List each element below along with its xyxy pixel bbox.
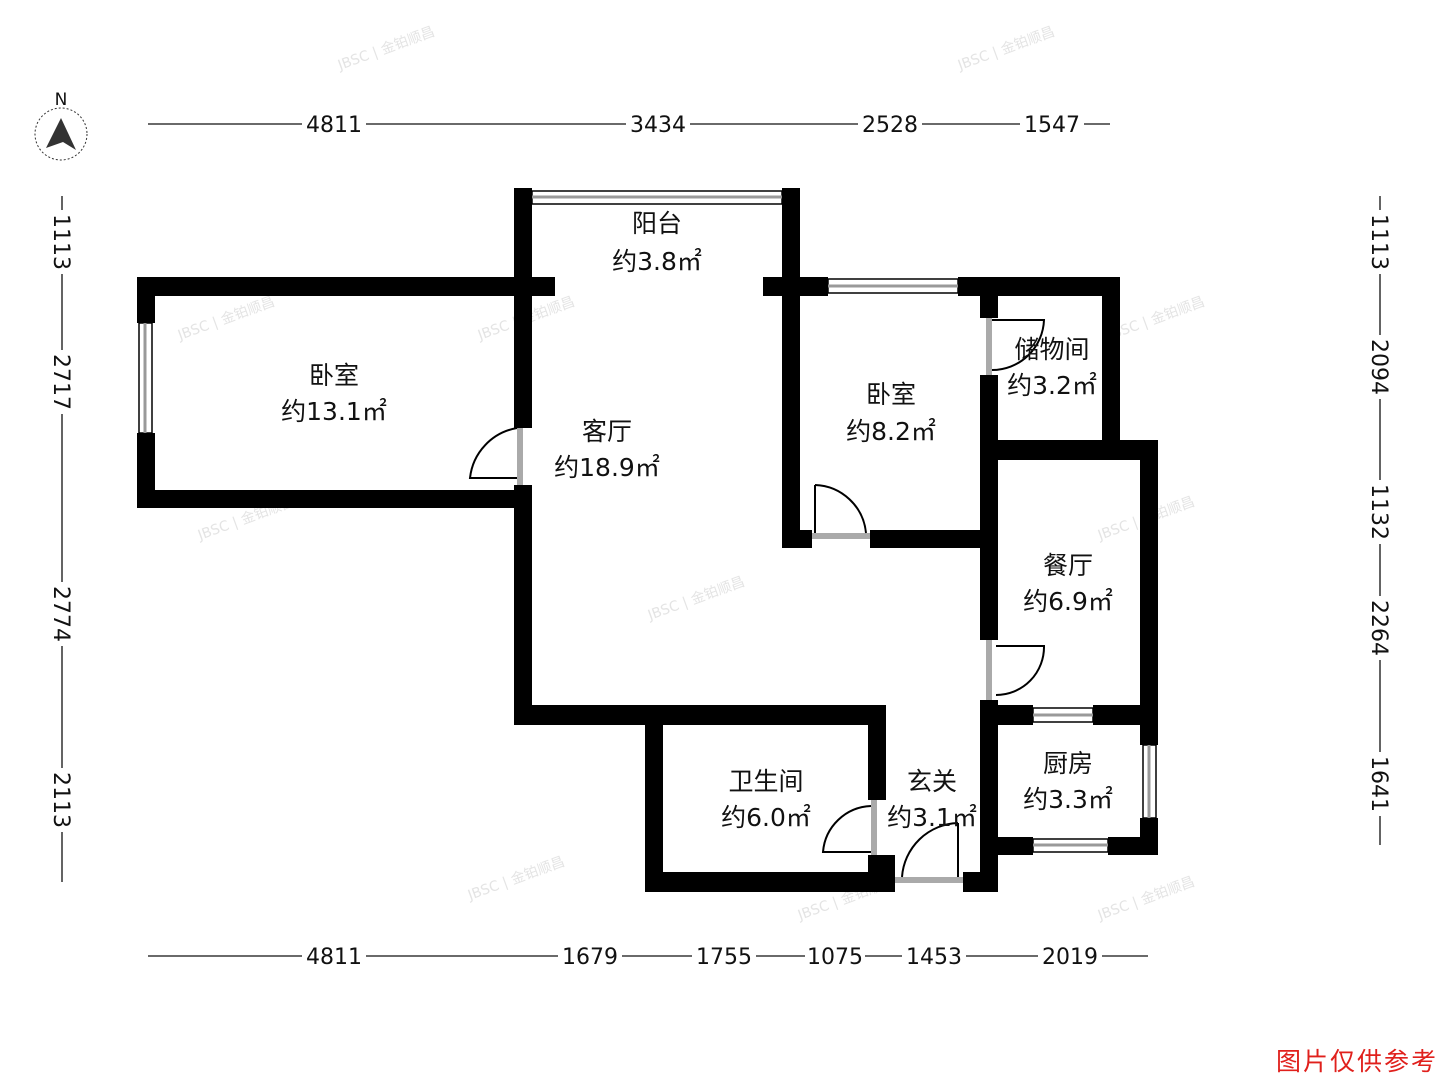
watermark: JBSC | 金铂顺昌: [465, 854, 567, 904]
dim-right-1: 1113: [1366, 214, 1391, 270]
dim-right-5: 1641: [1366, 756, 1391, 812]
room-name-balcony: 阳台: [632, 209, 682, 238]
doors: [468, 318, 1046, 883]
dimension-labels: 4811 3434 2528 1547 4811 1679 1755 1075 …: [48, 113, 1391, 970]
room-area-entrance: 约3.1㎡: [887, 803, 977, 832]
dim-left-3: 2774: [48, 586, 73, 642]
room-name-entrance: 玄关: [907, 767, 957, 796]
room-labels: 阳台 约3.8㎡ 卧室 约13.1㎡ 客厅 约18.9㎡ 卧室 约8.2㎡ 储物…: [281, 209, 1113, 832]
dim-right-4: 2264: [1366, 600, 1391, 656]
compass: N: [34, 90, 88, 161]
room-name-bathroom: 卫生间: [728, 767, 803, 796]
room-area-bedroom-1: 约13.1㎡: [281, 397, 387, 426]
dim-top-4: 1547: [1024, 113, 1080, 138]
dim-top-2: 3434: [630, 113, 686, 138]
disclaimer-text: 图片仅供参考: [1275, 1047, 1438, 1076]
room-name-bedroom-1: 卧室: [309, 361, 359, 390]
watermark: JBSC | 金铂顺昌: [1105, 294, 1207, 344]
room-name-bedroom-2: 卧室: [866, 380, 916, 409]
compass-label: N: [55, 90, 68, 110]
room-area-bathroom: 约6.0㎡: [721, 803, 811, 832]
room-name-living-room: 客厅: [582, 417, 632, 446]
dim-right-2: 2094: [1366, 339, 1391, 395]
room-name-kitchen: 厨房: [1043, 749, 1093, 778]
dim-left-2: 2717: [48, 354, 73, 410]
watermark: JBSC | 金铂顺昌: [175, 294, 277, 344]
north-arrow-icon: [46, 118, 76, 150]
dimension-label-backgrounds: [48, 110, 1394, 970]
room-area-storage: 约3.2㎡: [1007, 371, 1097, 400]
dim-bottom-4: 1075: [807, 945, 863, 970]
room-name-dining: 餐厅: [1043, 551, 1093, 580]
watermark: JBSC | 金铂顺昌: [1095, 874, 1197, 924]
watermark: JBSC | 金铂顺昌: [645, 574, 747, 624]
dim-left-4: 2113: [48, 772, 73, 828]
room-area-balcony: 约3.8㎡: [612, 247, 702, 276]
dim-bottom-6: 2019: [1042, 945, 1098, 970]
walls: [137, 188, 1158, 892]
watermark: JBSC | 金铂顺昌: [335, 24, 437, 74]
watermark: JBSC | 金铂顺昌: [955, 24, 1057, 74]
room-area-kitchen: 约3.3㎡: [1023, 785, 1113, 814]
room-area-bedroom-2: 约8.2㎡: [846, 417, 936, 446]
dim-bottom-1: 4811: [306, 945, 362, 970]
dim-bottom-3: 1755: [696, 945, 752, 970]
dim-bottom-5: 1453: [906, 945, 962, 970]
dim-top-3: 2528: [862, 113, 918, 138]
room-area-living-room: 约18.9㎡: [554, 453, 660, 482]
dim-bottom-2: 1679: [562, 945, 618, 970]
dim-right-3: 1132: [1366, 484, 1391, 540]
dim-left-1: 1113: [48, 214, 73, 270]
room-name-storage: 储物间: [1014, 335, 1089, 364]
room-area-dining: 约6.9㎡: [1023, 587, 1113, 616]
dim-top-1: 4811: [306, 113, 362, 138]
